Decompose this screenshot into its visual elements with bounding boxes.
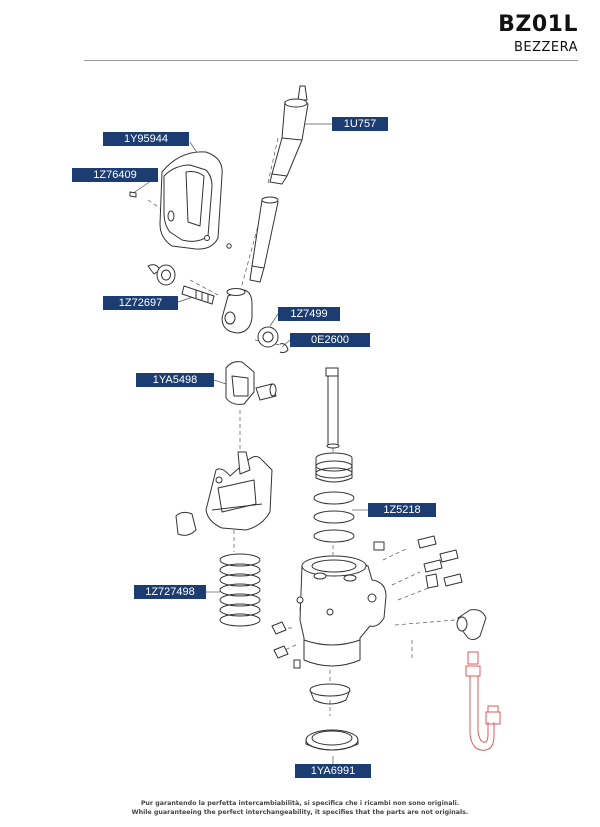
disclaimer-italian: Pur garantendo la perfetta intercambiabi… [140, 800, 460, 807]
group-head-body [299, 555, 387, 667]
part-tag-1z76409[interactable]: 1Z76409 [72, 168, 158, 182]
group-gasket-part [305, 729, 359, 751]
top-cover-part [159, 151, 223, 250]
elbow-fitting-part [456, 609, 487, 641]
part-tag-1u757[interactable]: 1U757 [332, 117, 388, 131]
part-tag-1ya6991[interactable]: 1YA6991 [295, 764, 371, 778]
part-tag-1z7499[interactable]: 1Z7499 [278, 307, 340, 321]
lever-bracket-part [225, 361, 277, 405]
piston-rod-part [325, 367, 340, 449]
bearing-assembly [147, 264, 215, 305]
header-divider [84, 60, 578, 61]
screw-small [129, 191, 232, 249]
part-tag-1y95944[interactable]: 1Y95944 [103, 132, 189, 146]
part-tag-1z5218[interactable]: 1Z5218 [368, 503, 436, 517]
part-tag-1ya5498[interactable]: 1YA5498 [136, 373, 214, 387]
piston-gasket-part [313, 452, 355, 543]
screws-left [271, 596, 304, 669]
highlighted-pipe-part [465, 651, 501, 751]
handle-part [249, 85, 309, 283]
brand-name: BEZZERA [513, 40, 578, 55]
part-tag-1z727498[interactable]: 1Z727498 [134, 585, 206, 599]
part-tag-0e2600[interactable]: 0E2600 [290, 333, 370, 347]
lever-fork-part [175, 451, 273, 536]
bearing-right [257, 326, 289, 354]
model-title: BZ01L [498, 12, 578, 37]
bolts-right [373, 535, 463, 589]
disclaimer-english: While guaranteeing the perfect interchan… [131, 809, 469, 816]
spring-part [219, 553, 261, 627]
elbow-joint-part [221, 288, 253, 334]
shower-screen-part [309, 683, 351, 705]
part-tag-1z72697[interactable]: 1Z72697 [103, 296, 178, 310]
